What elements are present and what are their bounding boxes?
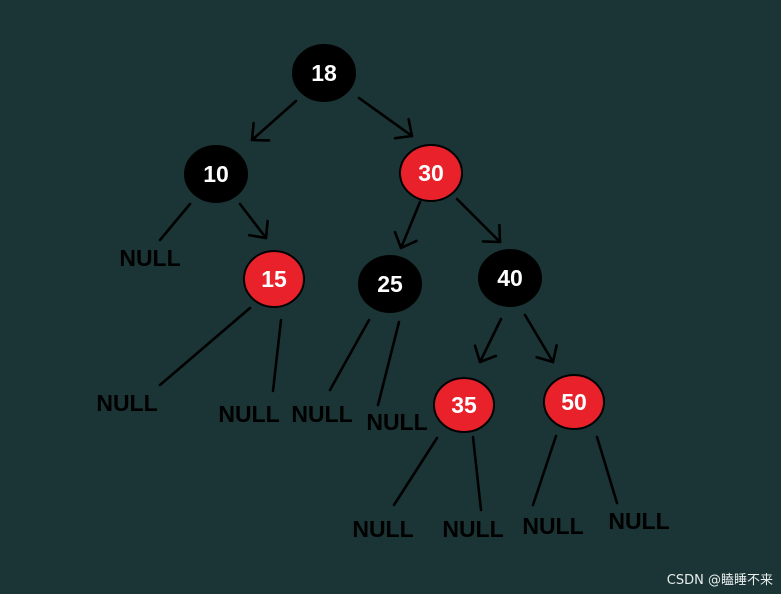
- tree-node-15: 15: [243, 250, 305, 308]
- tree-node-25: 25: [358, 255, 422, 313]
- tree-edge: [158, 306, 252, 387]
- tree-edge: [158, 202, 192, 242]
- null-leaf-label: NULL: [218, 401, 279, 427]
- tree-edge: [250, 99, 298, 142]
- tree-node-35: 35: [433, 377, 495, 433]
- null-leaf-label: NULL: [608, 508, 669, 534]
- arrowhead-icon: [247, 219, 269, 240]
- arrowhead-icon: [481, 223, 502, 244]
- null-leaf-label: NULL: [366, 409, 427, 435]
- tree-edge: [271, 318, 283, 393]
- tree-edge: [357, 96, 414, 138]
- node-label: 40: [497, 265, 523, 291]
- null-leaf-label: NULL: [119, 245, 180, 271]
- tree-edge: [455, 197, 502, 244]
- tree-edge: [478, 317, 503, 364]
- node-label: 30: [418, 160, 444, 186]
- node-label: 50: [561, 389, 587, 415]
- node-circle: [433, 377, 495, 433]
- null-leaf-label: NULL: [96, 390, 157, 416]
- null-leaf-label: NULL: [291, 401, 352, 427]
- node-label: 15: [261, 266, 287, 292]
- tree-edge: [595, 435, 619, 505]
- node-circle: [478, 249, 542, 307]
- arrowhead-icon: [393, 230, 418, 250]
- node-circle: [358, 255, 422, 313]
- node-circle: [543, 374, 605, 430]
- tree-edge: [238, 202, 268, 240]
- arrowhead-icon: [250, 121, 271, 142]
- null-leaf-label: NULL: [442, 516, 503, 542]
- tree-edge: [523, 313, 555, 364]
- null-leaf-label: NULL: [352, 516, 413, 542]
- null-leaf-label: NULL: [522, 513, 583, 539]
- node-label: 35: [451, 392, 477, 418]
- node-label: 18: [311, 60, 337, 86]
- node-label: 25: [377, 271, 403, 297]
- arrowhead-icon: [473, 344, 498, 364]
- tree-edge: [531, 434, 558, 507]
- node-label: 10: [203, 161, 229, 187]
- arrowhead-icon: [535, 344, 558, 364]
- null-leaves: NULL NULL NULL NULL NULL NULL NULL NULL NULL: [96, 245, 669, 542]
- tree-node-30: 30: [399, 144, 463, 202]
- node-circle: [292, 44, 356, 102]
- tree-node-10: 10: [184, 145, 248, 203]
- tree-edge: [392, 436, 439, 507]
- nodes: 18 10 30 15 25 40 35 50: [184, 44, 605, 433]
- watermark: CSDN @瞌睡不来: [666, 573, 773, 588]
- tree-node-50: 50: [543, 374, 605, 430]
- node-circle: [399, 144, 463, 202]
- tree-edge: [328, 318, 371, 392]
- node-circle: [243, 250, 305, 308]
- tree-node-40: 40: [478, 249, 542, 307]
- node-circle: [184, 145, 248, 203]
- tree-edge: [471, 435, 483, 512]
- arrowhead-icon: [393, 118, 414, 140]
- edges: [158, 96, 619, 512]
- tree-edge: [376, 320, 401, 407]
- tree-node-18: 18: [292, 44, 356, 102]
- tree-edge: [399, 200, 422, 250]
